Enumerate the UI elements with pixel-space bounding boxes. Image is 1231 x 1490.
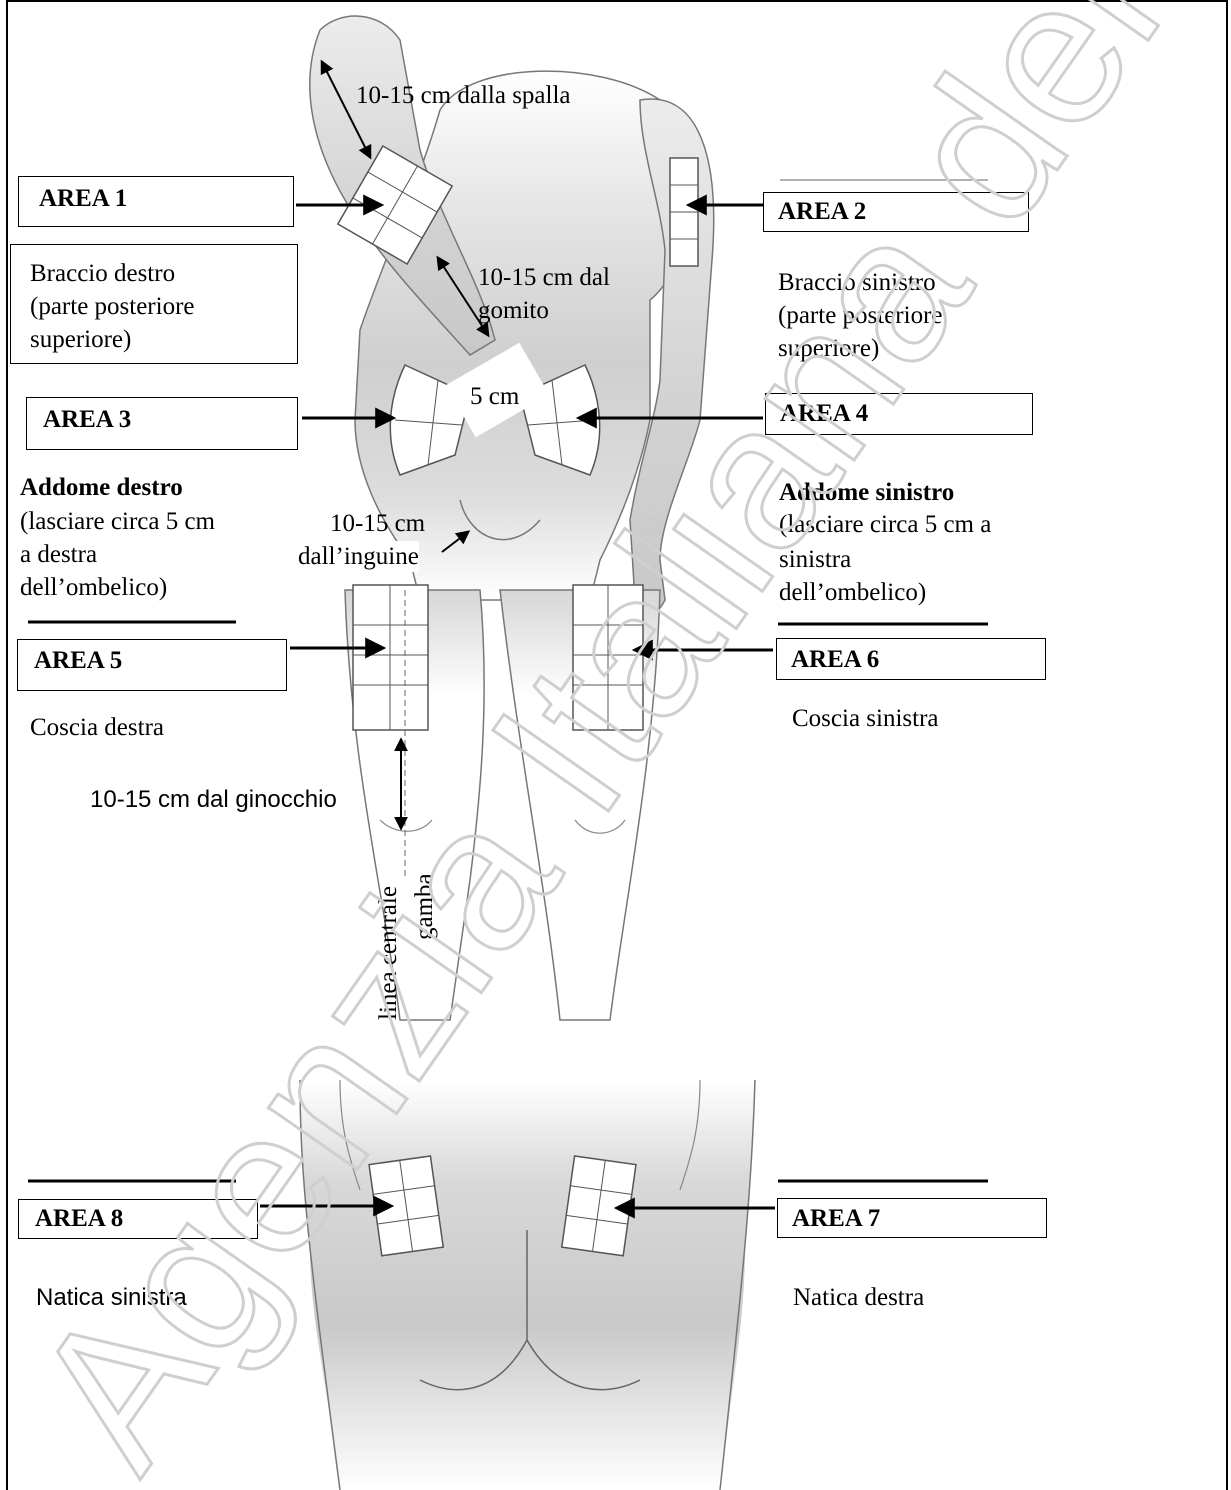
navel-distance-label: 5 cm xyxy=(470,381,519,412)
area-7-label: AREA 7 xyxy=(792,1204,880,1234)
grid-area-7 xyxy=(562,1156,636,1256)
left-arm-line-1: Braccio sinistro xyxy=(778,267,936,298)
elbow-distance-label-2: gomito xyxy=(478,295,549,326)
area-4-box: AREA 4 xyxy=(765,393,1033,435)
left-thigh-label: Coscia sinistra xyxy=(792,703,939,734)
left-abdomen-note-2: sinistra xyxy=(779,544,851,575)
area-5-box: AREA 5 xyxy=(17,639,287,691)
area-7-box: AREA 7 xyxy=(777,1198,1047,1238)
shoulder-distance-label: 10-15 cm dalla spalla xyxy=(356,80,571,111)
right-buttock-label: Natica destra xyxy=(793,1282,924,1313)
left-buttock-label: Natica sinistra xyxy=(36,1282,187,1313)
area-1-box: AREA 1 xyxy=(18,176,294,227)
area-6-label: AREA 6 xyxy=(791,645,879,675)
leg-centerline-label-2: gamba xyxy=(410,873,440,940)
right-arm-line-3: superiore) xyxy=(30,324,131,355)
area-4-label: AREA 4 xyxy=(780,399,868,429)
left-arm-line-3: superiore) xyxy=(778,333,879,364)
left-abdomen-title: Addome sinistro xyxy=(779,477,954,508)
area-8-label: AREA 8 xyxy=(35,1204,123,1234)
right-abdomen-note-1: (lasciare circa 5 cm xyxy=(20,506,215,537)
area-3-label: AREA 3 xyxy=(43,405,131,435)
left-arm-line-2: (parte posteriore xyxy=(778,300,943,331)
grid-area-2 xyxy=(670,158,698,266)
elbow-distance-label-1: 10-15 cm dal xyxy=(478,262,610,293)
right-arm-line-1: Braccio destro xyxy=(30,258,175,289)
area-2-label: AREA 2 xyxy=(778,197,866,227)
area-6-box: AREA 6 xyxy=(776,638,1046,680)
area-3-box: AREA 3 xyxy=(26,397,298,450)
area-8-box: AREA 8 xyxy=(18,1199,258,1239)
left-abdomen-note-3: dell’ombelico) xyxy=(779,577,926,608)
grid-area-6 xyxy=(573,585,643,730)
right-arm-line-2: (parte posteriore xyxy=(30,291,195,322)
area-1-label: AREA 1 xyxy=(39,184,127,214)
right-abdomen-note-3: dell’ombelico) xyxy=(20,572,167,603)
right-abdomen-note-2: a destra xyxy=(20,539,97,570)
groin-distance-label-1: 10-15 cm xyxy=(330,508,425,539)
area-5-label: AREA 5 xyxy=(34,646,122,676)
area-2-box: AREA 2 xyxy=(763,192,1029,232)
leg-centerline-label-1: linea centrale xyxy=(374,886,404,1020)
right-abdomen-title: Addome destro xyxy=(20,472,183,503)
right-thigh-label: Coscia destra xyxy=(30,712,164,743)
knee-distance-label: 10-15 cm dal ginocchio xyxy=(90,784,337,815)
left-abdomen-note-1: (lasciare circa 5 cm a xyxy=(779,509,991,540)
groin-distance-label-2: dall’inguine xyxy=(298,541,419,572)
